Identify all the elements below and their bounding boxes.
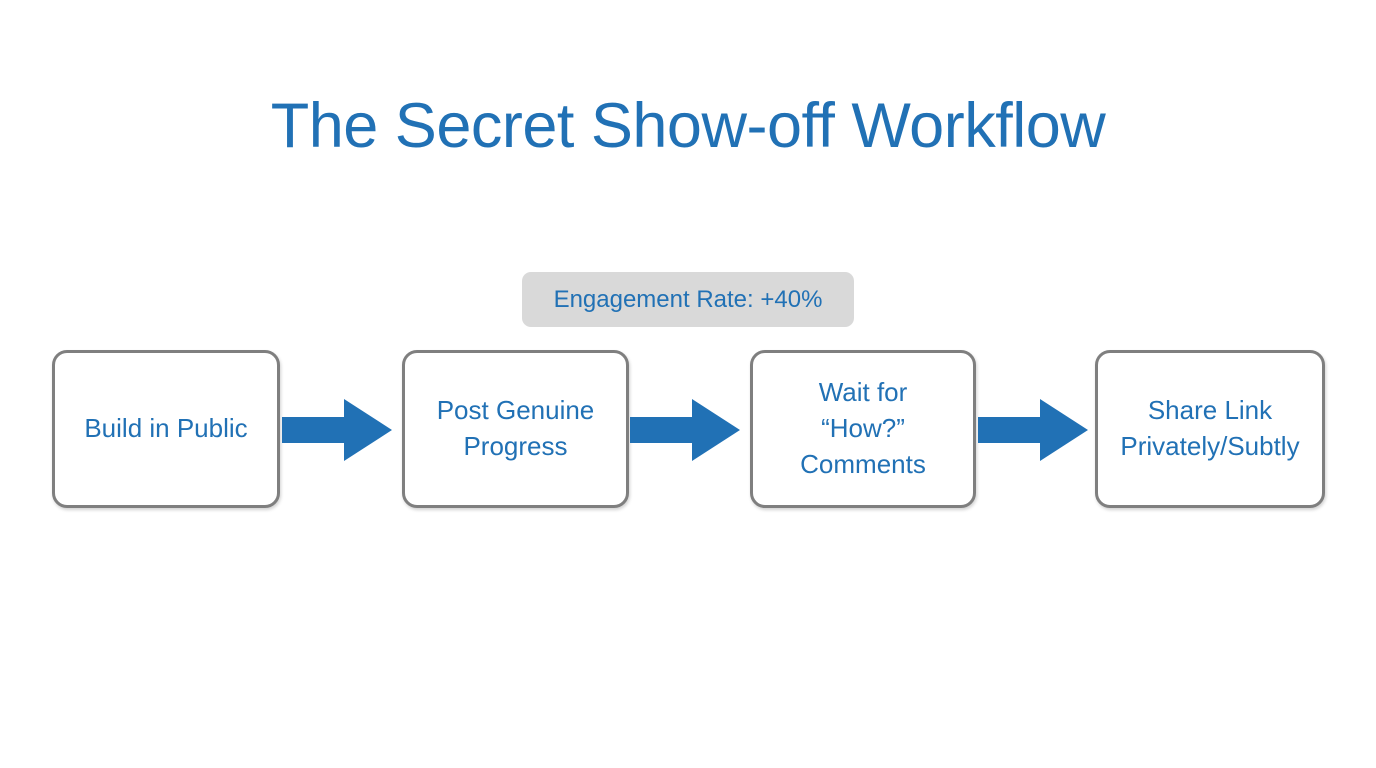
flow-step-label: Post Genuine Progress [436, 395, 595, 461]
flow-step-label: Build in Public [84, 413, 248, 444]
status-badge-label: Engagement Rate: +40% [553, 285, 823, 313]
status-badge: Engagement Rate: +40% [522, 272, 854, 327]
flow-step-wait-for-how-comments[interactable]: Wait for “How?” Comments [750, 350, 976, 508]
flow-step-label: Share Link Privately/Subtly [1120, 395, 1300, 461]
flow-step-label: Wait for “How?” Comments [800, 377, 926, 479]
arrow-right-icon [978, 399, 1088, 461]
arrow-right-icon [282, 399, 392, 461]
flow-step-share-link-privately[interactable]: Share Link Privately/Subtly [1095, 350, 1325, 508]
flow-step-post-genuine-progress[interactable]: Post Genuine Progress [402, 350, 629, 508]
page-title: The Secret Show-off Workflow [270, 91, 1106, 161]
arrow-right-icon [630, 399, 740, 461]
workflow-diagram: Build in Public Post Genuine Progress Wa… [0, 350, 1376, 510]
flow-step-build-in-public[interactable]: Build in Public [52, 350, 280, 508]
